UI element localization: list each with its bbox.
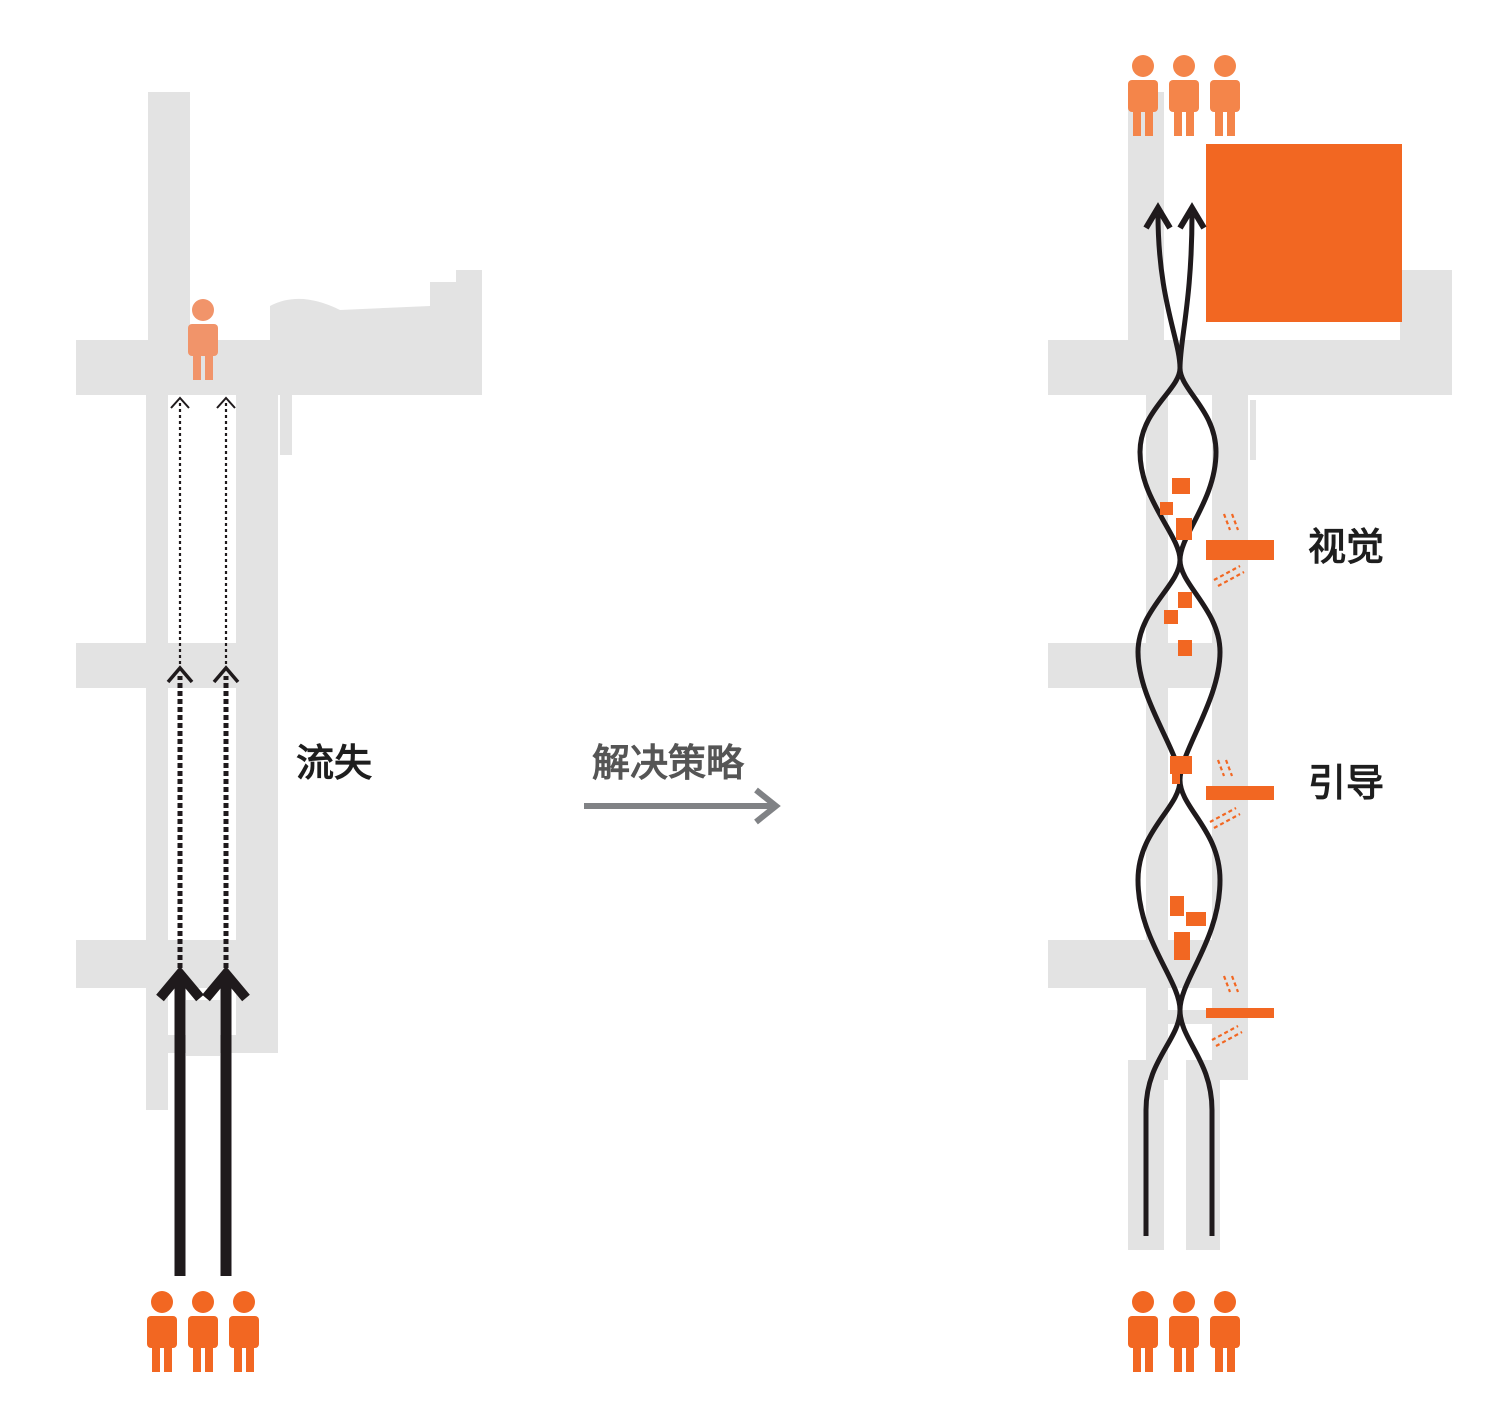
arrowhead — [202, 966, 250, 1002]
arrow-right-icon — [584, 787, 781, 825]
signage-elements — [1206, 513, 1274, 1047]
arrowhead — [212, 665, 240, 684]
arrowhead — [156, 966, 204, 1002]
signage-bar — [1206, 786, 1274, 800]
person-icon — [229, 1291, 259, 1372]
right-braided-flows — [1135, 202, 1223, 1236]
strategy-label: 解决策略 — [592, 741, 745, 785]
person-icon — [188, 1291, 218, 1372]
arrowhead — [166, 665, 194, 684]
destination-block — [1206, 144, 1402, 322]
person-icon — [1210, 1291, 1240, 1372]
guidance-label: 引导 — [1308, 761, 1385, 805]
person-icon — [1210, 55, 1240, 136]
braided-flow-line — [1135, 213, 1183, 1236]
person-icon — [1169, 55, 1199, 136]
person-icon — [1128, 1291, 1158, 1372]
braided-flow-line — [1177, 213, 1223, 1236]
arrowhead — [1143, 202, 1173, 230]
arrowhead — [1177, 202, 1207, 230]
visual-label: 视觉 — [1308, 525, 1385, 569]
signage-bar — [1206, 540, 1274, 560]
attraction-nodes — [1160, 478, 1206, 960]
person-icon — [147, 1291, 177, 1372]
arrowhead — [170, 396, 190, 409]
signage-bar — [1206, 1008, 1274, 1018]
person-icon-group-right-bottom — [1128, 1291, 1240, 1372]
loss-label: 流失 — [296, 741, 373, 785]
person-icon-group-left-bottom — [147, 1291, 259, 1372]
person-icon — [1169, 1291, 1199, 1372]
left-corridor-plan — [76, 92, 482, 1110]
left-flow-arrows — [156, 396, 250, 1276]
arrowhead — [216, 396, 236, 409]
